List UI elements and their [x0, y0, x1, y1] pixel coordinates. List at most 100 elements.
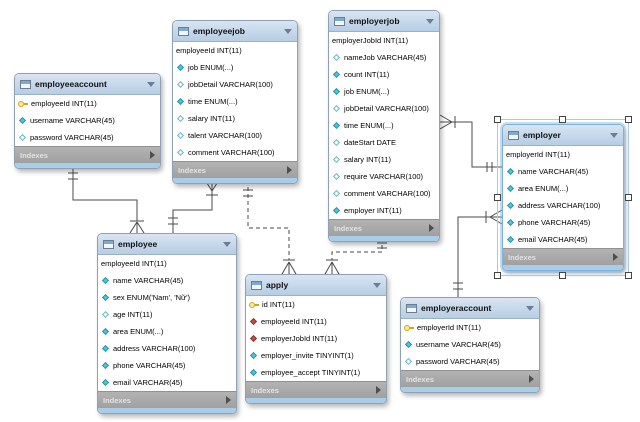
column-row[interactable]: employeeId INT(11) — [246, 313, 386, 330]
column-row[interactable]: count INT(11) — [329, 66, 439, 83]
column-row[interactable]: name VARCHAR(45) — [503, 163, 623, 180]
table-header[interactable]: apply — [246, 275, 386, 296]
indexes-footer[interactable]: Indexes — [401, 370, 539, 387]
selection-handle[interactable] — [625, 193, 632, 201]
table-employeeaccount[interactable]: employeeaccount employeeId INT(11)usernam… — [14, 73, 161, 169]
table-header[interactable]: employeraccount — [401, 298, 539, 319]
selection-handle[interactable] — [625, 116, 632, 123]
selection-handle[interactable] — [494, 272, 501, 279]
selection-handle[interactable] — [494, 193, 501, 201]
column-row[interactable]: area ENUM(...) — [98, 323, 236, 340]
column-row[interactable]: password VARCHAR(45) — [401, 353, 539, 370]
indexes-footer[interactable]: Indexes — [246, 381, 386, 398]
indexes-footer[interactable]: Indexes — [173, 161, 297, 178]
expand-arrow-icon[interactable] — [287, 166, 292, 174]
expand-arrow-icon[interactable] — [529, 375, 534, 383]
column-row[interactable]: jobDetail VARCHAR(100) — [329, 100, 439, 117]
column-row[interactable]: password VARCHAR(45) — [15, 129, 160, 146]
column-text: email VARCHAR(45) — [518, 235, 588, 244]
column-row[interactable]: talent VARCHAR(100) — [173, 127, 297, 144]
column-row[interactable]: age INT(11) — [98, 306, 236, 323]
column-row[interactable]: require VARCHAR(100) — [329, 168, 439, 185]
column-text: count INT(11) — [344, 70, 390, 79]
column-row[interactable]: employer INT(11) — [329, 202, 439, 219]
column-row[interactable]: username VARCHAR(45) — [401, 336, 539, 353]
relationship-employeeaccount-employee[interactable] — [68, 165, 145, 234]
selection-handle[interactable] — [559, 116, 566, 123]
column-row[interactable]: dateStart DATE — [329, 134, 439, 151]
relationship-employeejob-apply[interactable] — [243, 180, 297, 275]
column-row[interactable]: email VARCHAR(45) — [503, 231, 623, 248]
column-row[interactable]: email VARCHAR(45) — [98, 374, 236, 391]
chevron-down-icon[interactable] — [426, 18, 434, 24]
column-row[interactable]: id INT(11) — [246, 296, 386, 313]
selection-handle[interactable] — [494, 116, 501, 123]
column-row[interactable]: employee_accept TINYINT(1) — [246, 364, 386, 381]
column-row[interactable]: time ENUM(...) — [173, 93, 297, 110]
relationship-employerjob-apply[interactable] — [324, 238, 387, 275]
expand-arrow-icon[interactable] — [226, 396, 231, 404]
column-row[interactable]: comment VARCHAR(100) — [329, 185, 439, 202]
column-text: jobDetail VARCHAR(100) — [344, 104, 429, 113]
expand-arrow-icon[interactable] — [613, 253, 618, 261]
table-header[interactable]: employeejob — [173, 21, 297, 42]
chevron-down-icon[interactable] — [526, 305, 534, 311]
column-row[interactable]: employerJobId INT(11) — [329, 32, 439, 49]
chevron-down-icon[interactable] — [284, 28, 292, 34]
table-bottom-strip — [173, 178, 297, 183]
column-row[interactable]: phone VARCHAR(45) — [98, 357, 236, 374]
column-row[interactable]: employeeId INT(11) — [98, 255, 236, 272]
column-row[interactable]: employerId INT(11) — [503, 146, 623, 163]
column-row[interactable]: address VARCHAR(100) — [98, 340, 236, 357]
table-header[interactable]: employer — [503, 125, 623, 146]
column-row[interactable]: nameJob VARCHAR(45) — [329, 49, 439, 66]
table-header[interactable]: employeeaccount — [15, 74, 160, 95]
column-row[interactable]: address VARCHAR(100) — [503, 197, 623, 214]
column-row[interactable]: area ENUM(...) — [503, 180, 623, 197]
indexes-footer[interactable]: Indexes — [503, 248, 623, 265]
indexes-footer[interactable]: Indexes — [15, 146, 160, 163]
table-header[interactable]: employerjob — [329, 11, 439, 32]
column-row[interactable]: time ENUM(...) — [329, 117, 439, 134]
column-row[interactable]: employer_invite TINYINT(1) — [246, 347, 386, 364]
column-row[interactable]: name VARCHAR(45) — [98, 272, 236, 289]
column-row[interactable]: phone VARCHAR(45) — [503, 214, 623, 231]
chevron-down-icon[interactable] — [223, 241, 231, 247]
column-row[interactable]: job ENUM(...) — [173, 59, 297, 76]
relationship-employeraccount-employer[interactable] — [453, 209, 503, 297]
expand-arrow-icon[interactable] — [150, 151, 155, 159]
column-row[interactable]: employerJobId INT(11) — [246, 330, 386, 347]
column-row[interactable]: salary INT(11) — [329, 151, 439, 168]
column-row[interactable]: salary INT(11) — [173, 110, 297, 127]
required-column-diamond-icon — [101, 378, 110, 387]
chevron-down-icon[interactable] — [373, 282, 381, 288]
indexes-footer[interactable]: Indexes — [329, 219, 439, 236]
expand-arrow-icon[interactable] — [429, 224, 434, 232]
column-row[interactable]: job ENUM(...) — [329, 83, 439, 100]
column-row[interactable]: username VARCHAR(45) — [15, 112, 160, 129]
table-title: employeeaccount — [35, 79, 107, 89]
chevron-down-icon[interactable] — [610, 132, 618, 138]
expand-arrow-icon[interactable] — [376, 386, 381, 394]
relationship-employee-employeejob[interactable] — [168, 179, 220, 233]
selection-handle[interactable] — [559, 272, 566, 279]
column-row[interactable]: employeeId INT(11) — [15, 95, 160, 112]
column-row[interactable]: employerId INT(11) — [401, 319, 539, 336]
column-row[interactable]: jobDetail VARCHAR(100) — [173, 76, 297, 93]
relationship-employer-employerjob[interactable] — [439, 114, 502, 172]
required-column-diamond-icon — [332, 206, 341, 215]
table-header[interactable]: employee — [98, 234, 236, 255]
column-row[interactable]: comment VARCHAR(100) — [173, 144, 297, 161]
column-row[interactable]: employeeId INT(11) — [173, 42, 297, 59]
selection-handle[interactable] — [625, 272, 632, 279]
chevron-down-icon[interactable] — [147, 81, 155, 87]
indexes-footer[interactable]: Indexes — [98, 391, 236, 408]
column-row[interactable]: sex ENUM('Nam', 'Nữ') — [98, 289, 236, 306]
